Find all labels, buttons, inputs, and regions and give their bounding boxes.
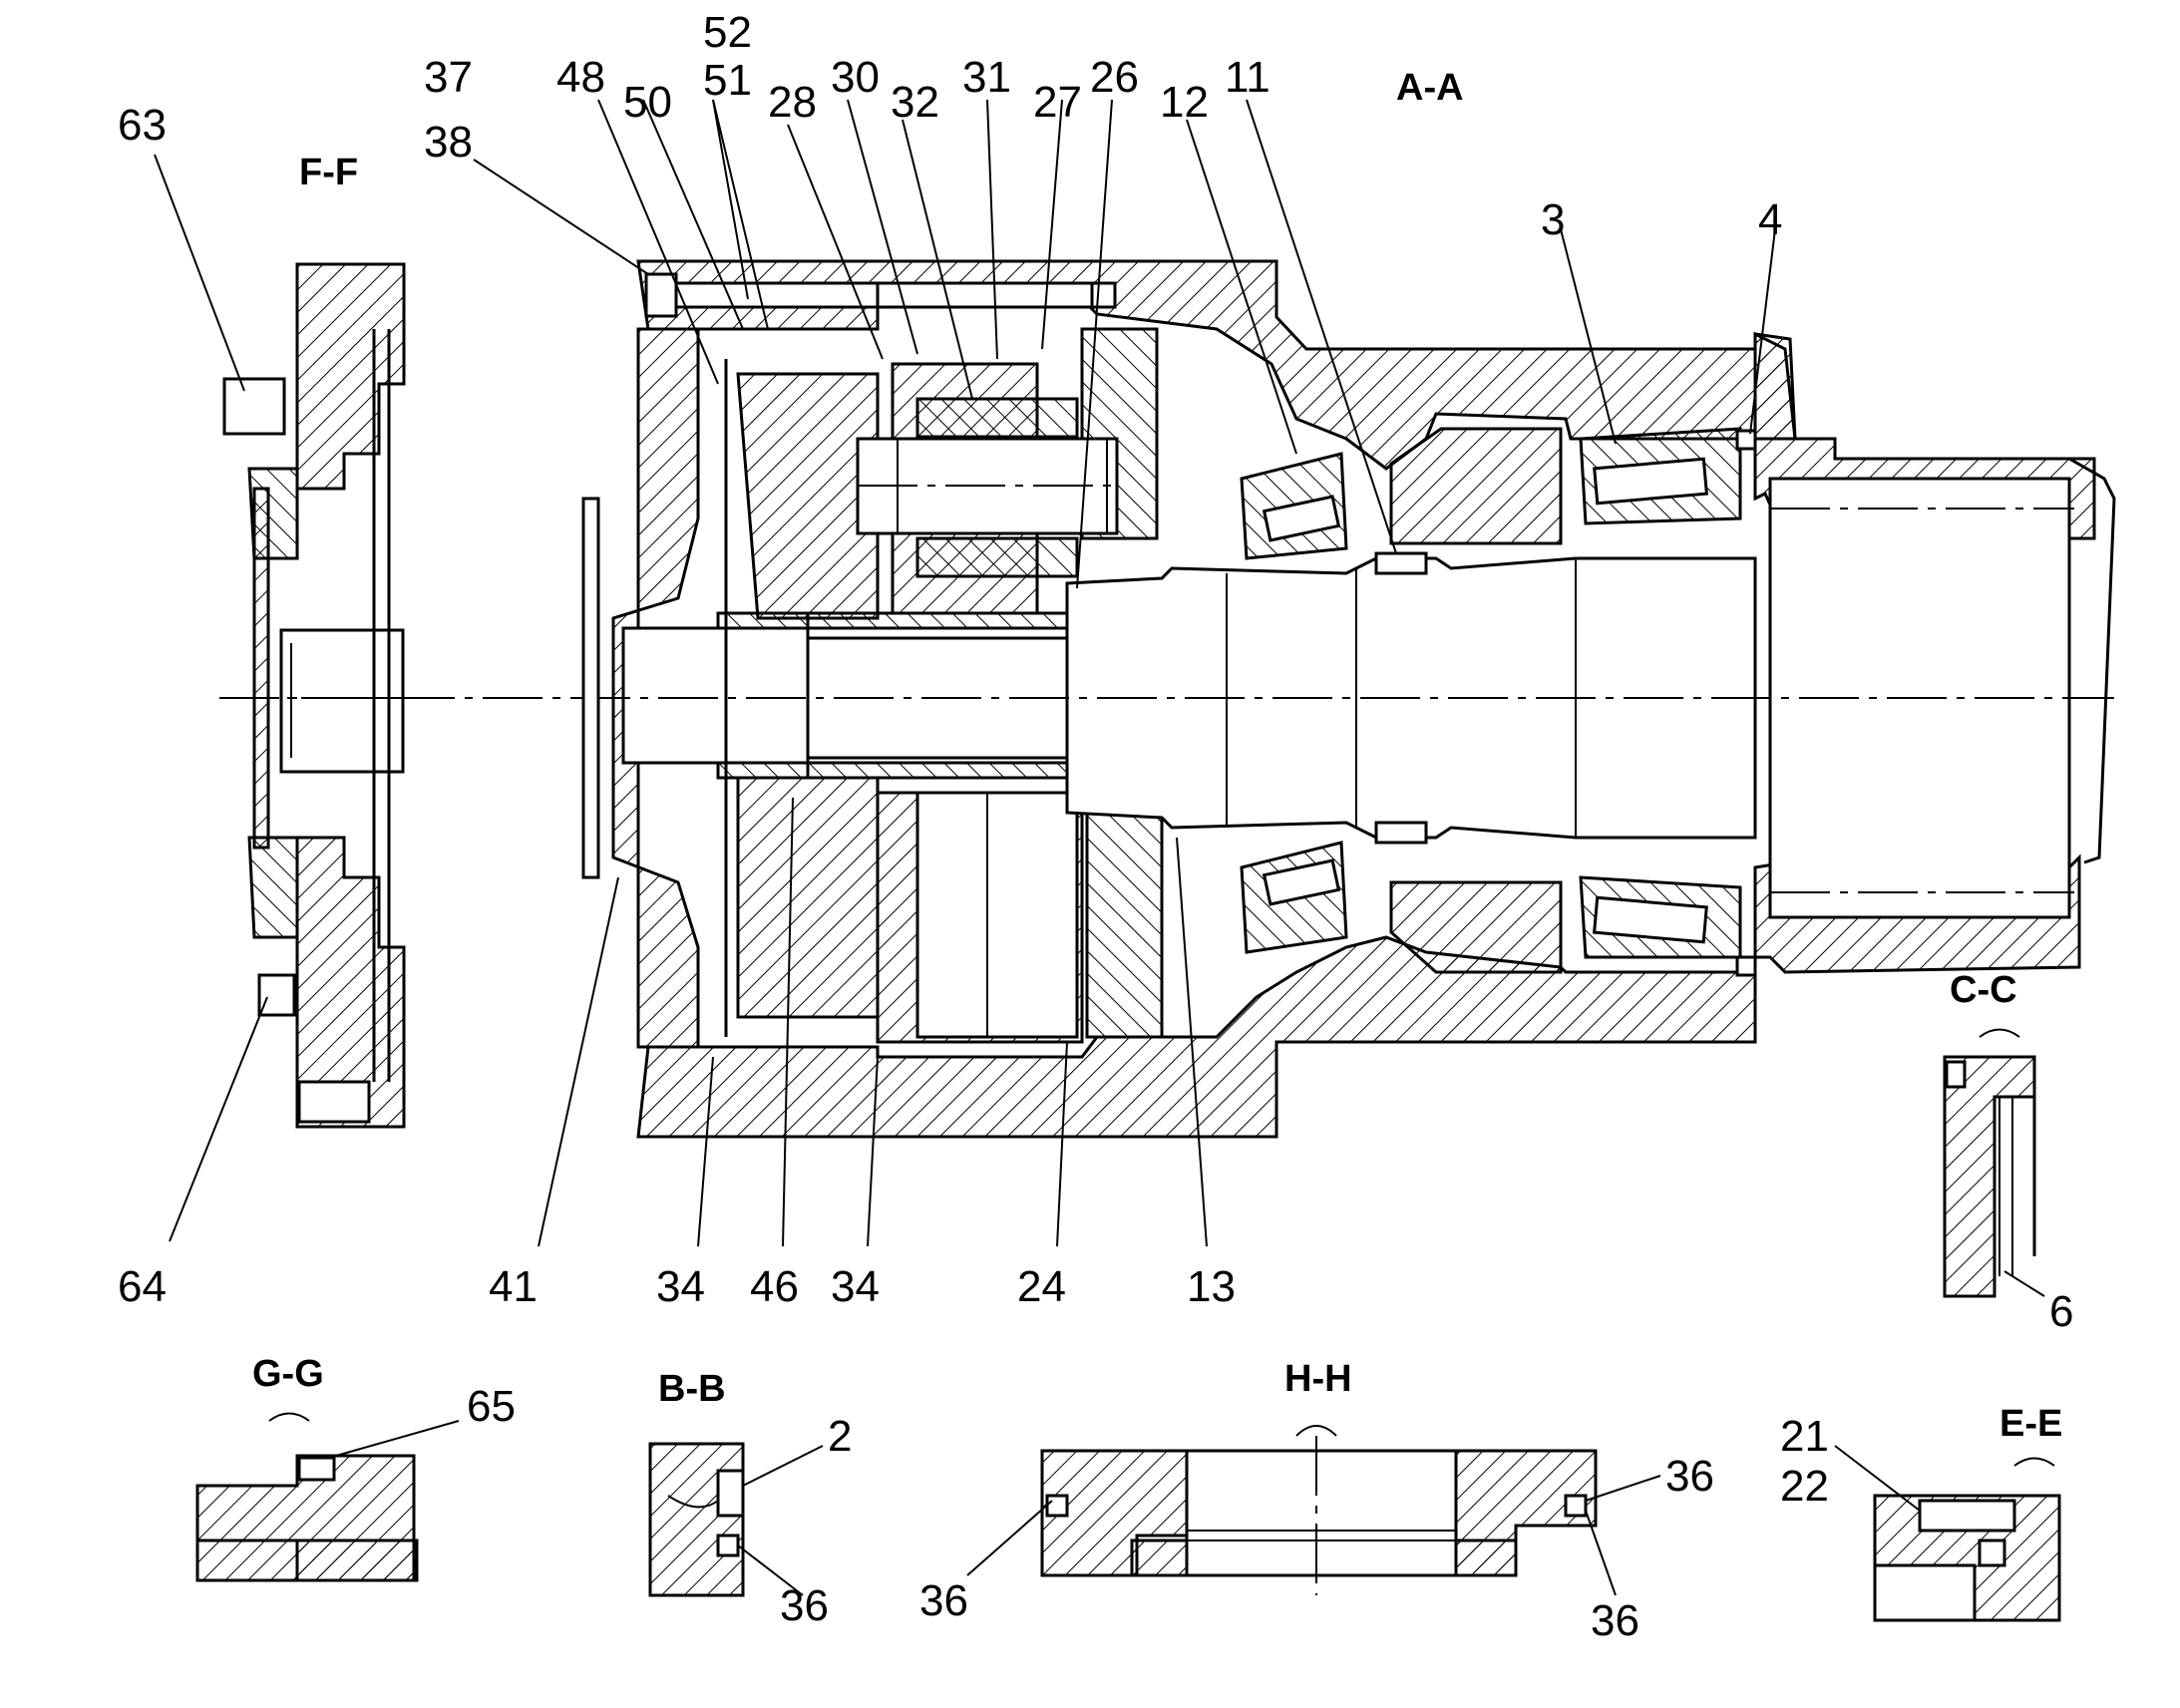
callout-label: 63 [118, 101, 167, 150]
section-f-f-view [222, 262, 419, 1129]
section-title-a-a: A-A [1396, 67, 1464, 109]
callout-label: 36 [1591, 1596, 1639, 1645]
callout-label: 37 [424, 53, 473, 102]
section-c-c-view [1943, 1028, 2036, 1298]
callout-label: 51 [703, 56, 752, 105]
section-title-g-g: G-G [252, 1353, 324, 1395]
section-e-e-view [1873, 1457, 2061, 1622]
callout-label: 50 [623, 78, 672, 127]
section-title-f-f: F-F [299, 152, 358, 193]
callout-label: 46 [750, 1262, 799, 1311]
callout-label: 34 [656, 1262, 705, 1311]
callout-label: 31 [962, 53, 1011, 102]
callout-label: 52 [703, 8, 752, 57]
callout-label: 28 [768, 78, 817, 127]
section-title-c-c: C-C [1950, 969, 2017, 1011]
callout-label: 48 [556, 53, 605, 102]
callout-label: 22 [1780, 1462, 1829, 1511]
callout-label: 27 [1033, 78, 1082, 127]
callout-label: 2 [828, 1412, 852, 1461]
callout-label: 36 [780, 1581, 829, 1630]
callout-label: 4 [1758, 195, 1782, 244]
callout-label: 26 [1090, 53, 1139, 102]
section-title-h-h: H-H [1284, 1358, 1352, 1400]
callout-label: 34 [831, 1262, 880, 1311]
section-title-e-e: E-E [1999, 1403, 2062, 1445]
section-b-b-view [648, 1442, 745, 1597]
callout-label: 12 [1160, 78, 1209, 127]
leader-lines [154, 99, 2045, 1596]
callout-label: 38 [424, 118, 473, 167]
section-title-b-b: B-B [658, 1368, 726, 1410]
section-h-h-view [1040, 1425, 1598, 1595]
callout-label: 36 [1665, 1452, 1714, 1501]
callout-label: 3 [1541, 195, 1565, 244]
callout-label: 6 [2049, 1287, 2073, 1336]
callout-label: 41 [489, 1262, 538, 1311]
section-a-a-view [219, 259, 2116, 1139]
callout-label: 32 [891, 78, 939, 127]
callout-label: 64 [118, 1262, 167, 1311]
callout-label: 36 [919, 1576, 968, 1625]
callout-label: 21 [1780, 1412, 1829, 1461]
callout-label: 24 [1017, 1262, 1066, 1311]
callout-label: 65 [467, 1382, 516, 1431]
callout-label: 13 [1187, 1262, 1236, 1311]
callout-label: 11 [1225, 53, 1271, 102]
callout-label: 30 [831, 53, 880, 102]
section-g-g-view [195, 1412, 419, 1582]
